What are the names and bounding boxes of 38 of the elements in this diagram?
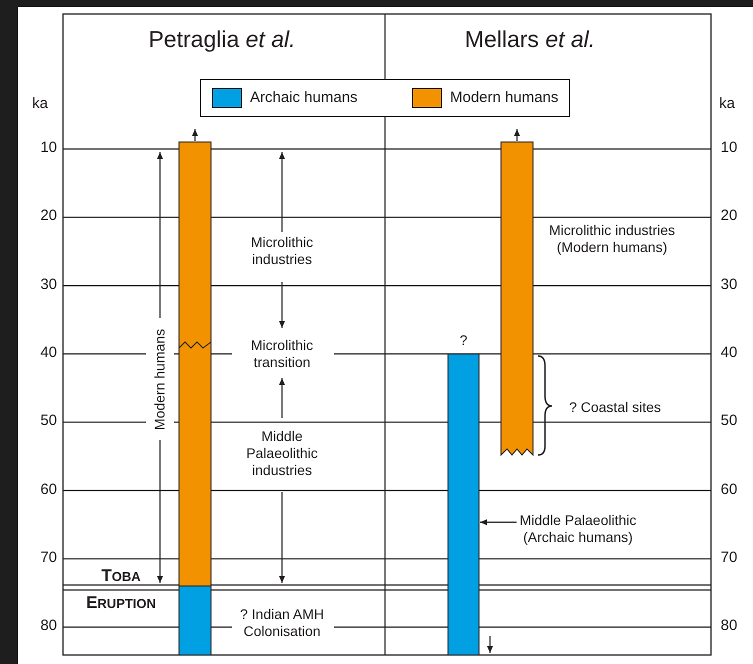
- tick-label: 10: [39, 139, 57, 156]
- tick-label: 60: [39, 480, 57, 498]
- tick-label: 40: [720, 344, 738, 361]
- range-label: Modern humans: [152, 328, 168, 432]
- tick-label: 50: [39, 412, 57, 430]
- tick-label: 60: [720, 480, 738, 498]
- tick-label: 70: [39, 548, 57, 566]
- axis-unit: ka: [31, 95, 49, 112]
- event-label: ERUPTION: [85, 594, 157, 612]
- column-heading: Petraglia et al.: [147, 26, 297, 52]
- time-bar: [500, 142, 534, 456]
- legend-label: Modern humans: [450, 89, 558, 107]
- time-bar: [178, 586, 212, 656]
- period-label: Microlithic industries (Modern humans): [548, 222, 676, 256]
- event-label: TOBA: [100, 567, 142, 585]
- time-bar: [178, 142, 212, 586]
- tick-label: 30: [39, 276, 57, 293]
- tick-label: 80: [39, 617, 57, 634]
- tick-label: 50: [720, 412, 738, 430]
- period-label: Microlithic transition: [250, 337, 314, 371]
- period-label: Middle Palaeolithic industries: [245, 428, 319, 479]
- tick-label: 40: [39, 344, 57, 361]
- tick-label: 80: [720, 617, 738, 634]
- tick-label: 20: [720, 207, 738, 224]
- time-bar: [448, 354, 480, 656]
- tick-label: 30: [720, 276, 738, 293]
- period-label: Middle Palaeolithic (Archaic humans): [498, 512, 658, 546]
- leader-arrow: [480, 519, 517, 526]
- period-label: ? Coastal sites: [568, 399, 662, 416]
- tick-label: 20: [39, 207, 57, 224]
- question-mark: ?: [458, 332, 468, 349]
- legend-label: Archaic humans: [250, 89, 358, 107]
- column-heading: Mellars et al.: [464, 26, 596, 52]
- period-label: Microlithic industries: [250, 234, 314, 268]
- tick-label: 10: [720, 139, 738, 156]
- period-label: ? Indian AMH Colonisation: [238, 606, 326, 640]
- axis-unit: ka: [718, 95, 736, 112]
- tick-label: 70: [720, 548, 738, 566]
